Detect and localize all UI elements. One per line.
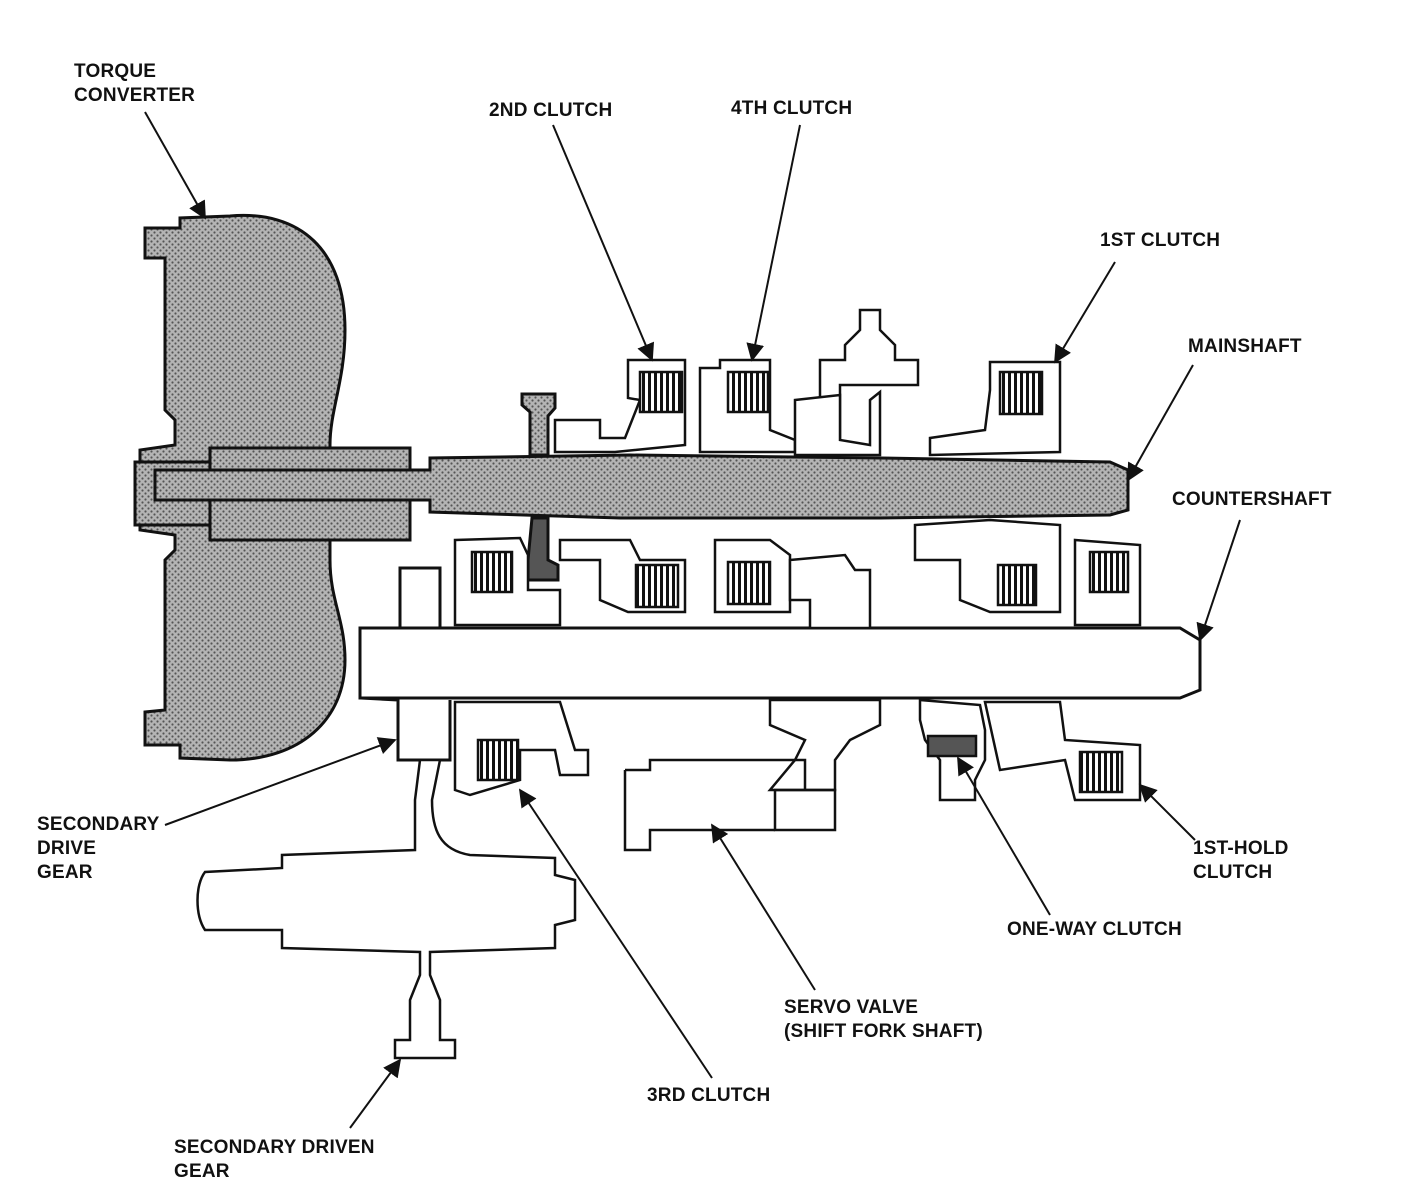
label-fourth-clutch: 4TH CLUTCH [731, 98, 853, 119]
label-countershaft: COUNTERSHAFT [1172, 489, 1332, 510]
secondary-driven-gear-shape [196, 758, 577, 1060]
upper-clutch-housings [553, 308, 1062, 457]
arrow-servo-valve [711, 823, 816, 991]
arrow-third-clutch [519, 788, 713, 1079]
label-one-way-clutch: ONE-WAY CLUTCH [1007, 919, 1182, 940]
lower-clutch-plates-c [996, 563, 1038, 607]
label-second-clutch: 2ND CLUTCH [489, 100, 613, 121]
label-servo-valve: SERVO VALVE(SHIFT FORK SHAFT) [784, 997, 983, 1042]
middle-clutch-housings [453, 518, 1142, 630]
lower-housings [453, 698, 1142, 852]
lower-clutch-plates-b [726, 560, 772, 606]
fourth-clutch-plates [726, 370, 770, 414]
second-clutch-plates [638, 370, 684, 414]
arrow-secondary-drive-gear [164, 737, 397, 826]
arrow-first-clutch [1054, 261, 1116, 364]
third-clutch-lower-plates [476, 738, 520, 782]
first-hold-clutch-plates [1078, 750, 1124, 794]
leader-arrows [144, 111, 1241, 1129]
arrow-mainshaft [1127, 364, 1194, 482]
arrow-second-clutch [552, 124, 655, 362]
countershaft-shape [358, 566, 1202, 762]
mainshaft-shape [153, 392, 1130, 582]
lower-clutch-plates-d [1088, 550, 1130, 594]
arrow-countershaft [1196, 519, 1241, 642]
first-clutch-plates [998, 370, 1044, 416]
label-mainshaft: MAINSHAFT [1188, 336, 1302, 357]
label-first-clutch: 1ST CLUTCH [1100, 230, 1221, 251]
arrow-fourth-clutch [746, 124, 801, 362]
lower-clutch-plates-a [634, 563, 680, 609]
arrow-torque-converter [144, 111, 206, 220]
arrow-one-way-clutch [957, 756, 1051, 916]
label-third-clutch: 3RD CLUTCH [647, 1085, 771, 1106]
third-clutch-upper-plates [470, 550, 514, 594]
arrow-first-hold-clutch [1138, 783, 1196, 841]
arrow-secondary-driven-gear [349, 1058, 402, 1129]
